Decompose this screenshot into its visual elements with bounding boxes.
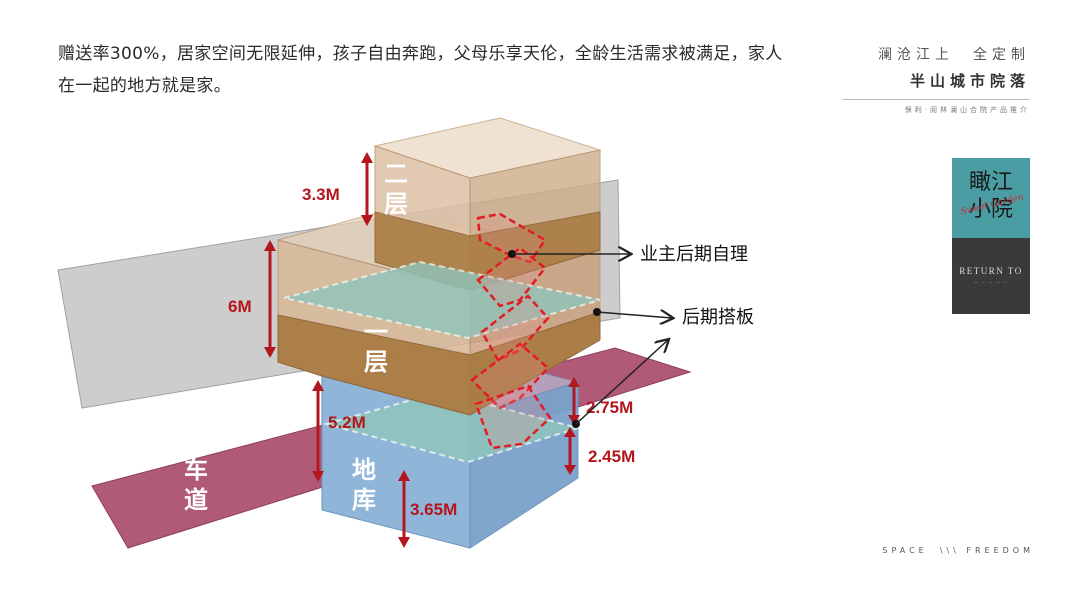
- dim-basement-depth: [312, 380, 324, 482]
- project-badge: 瞰江 小院 Sweet Garden RETURN TO — — — — —: [952, 158, 1030, 314]
- floor1-label: 一 层: [364, 318, 396, 376]
- badge-footer: RETURN TO — — — — —: [952, 238, 1030, 314]
- brand-block: 澜沧江上 全定制 半山城市院落 保利·阅林澜山合院产品推介: [842, 44, 1030, 115]
- dim-right-lower-label: 2.45M: [588, 447, 635, 466]
- callout-owner-arrow: [508, 250, 630, 258]
- road-label: 车 道: [184, 456, 216, 514]
- dim-right-lower: [564, 427, 576, 475]
- floor2-label: 二 层: [384, 160, 416, 218]
- brand-subtitle: 保利·阅林澜山合院产品推介: [904, 106, 1030, 114]
- dim-floor2: [361, 152, 373, 226]
- dim-basement-height-label: 3.65M: [410, 500, 457, 519]
- badge-title: 瞰江 小院 Sweet Garden: [952, 158, 1030, 238]
- dim-basement-depth-label: 5.2M: [328, 413, 366, 432]
- brand-tagline: 澜沧江上 全定制: [878, 47, 1030, 63]
- dim-floor1: [264, 240, 276, 358]
- brand-divider: [842, 99, 1030, 100]
- dim-floor2-label: 3.3M: [302, 185, 340, 204]
- brand-title: 半山城市院落: [909, 72, 1030, 90]
- dim-right-upper: [568, 377, 580, 425]
- basement-label: 地 库: [352, 456, 384, 514]
- badge-en-text: RETURN TO: [959, 266, 1023, 276]
- dim-right-upper-label: 2.75M: [586, 398, 633, 417]
- footer-tagline: SPACE \\\ FREEDOM: [882, 546, 1034, 555]
- staircase-outline: [470, 212, 552, 450]
- callout-slab-arrow: [572, 308, 672, 428]
- lower-slab: [322, 390, 582, 464]
- callout-later-slab: 后期搭板: [682, 307, 754, 328]
- dim-floor1-label: 6M: [228, 297, 252, 316]
- callout-owner-finish: 业主后期自理: [640, 244, 748, 265]
- intro-text: 赠送率300%，居家空间无限延伸，孩子自由奔跑，父母乐享天伦，全龄生活需求被满足…: [58, 44, 783, 96]
- tower-top: [373, 117, 602, 179]
- dim-basement-height: [398, 470, 410, 548]
- middle-slab: [283, 260, 601, 340]
